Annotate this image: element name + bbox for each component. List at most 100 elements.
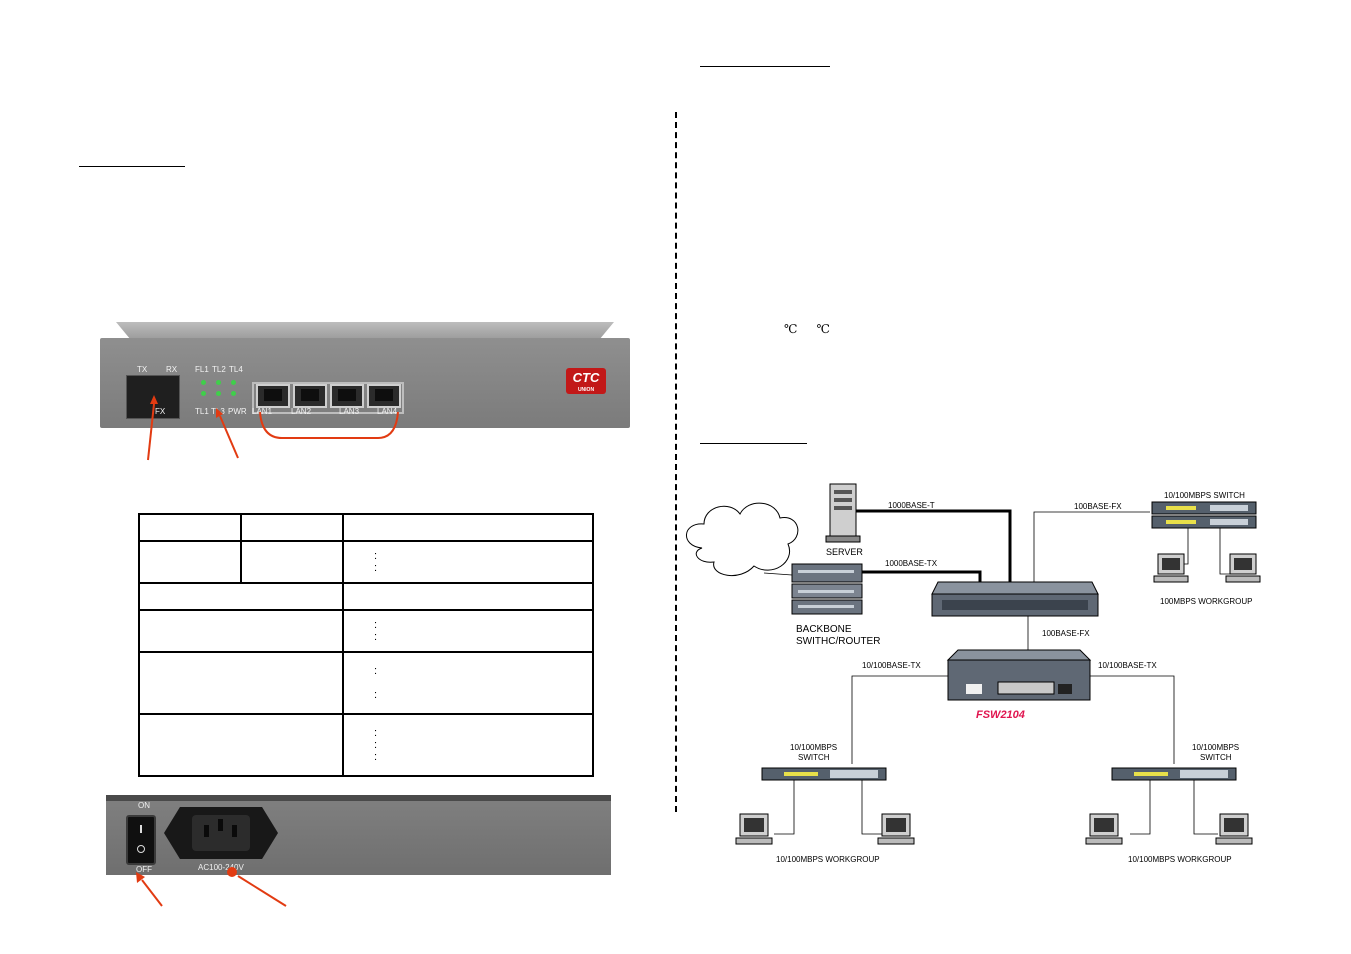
link-label-100fx-top: 100BASE-FX [1074,502,1122,511]
led-label-pwr: PWR [228,407,247,416]
lan-label-2: LAN2 [291,407,312,416]
pc-icon [1153,553,1189,583]
spec-table: : : : : : : : : : [138,513,594,777]
socket-pin [232,825,237,837]
lan-port-1 [256,384,290,408]
table-cell [342,513,594,542]
rear-panel-edge [106,795,611,801]
pc-icon [1215,813,1253,845]
socket-pin [204,825,209,837]
ctc-logo: CTC UNION [566,368,606,394]
lan-label-1: LAN1 [252,407,273,416]
link-left-pc2 [861,780,886,835]
table-cell [138,713,344,777]
table-cell: : : [342,540,594,584]
front-panel-face: TX RX FX FL1 TL2 TL4 TL1 TL3 PWR LAN1 LA… [100,338,630,428]
backbone-router-icon [791,563,863,615]
callout-arrow-led [219,415,239,459]
led-label-tl1: TL1 [195,407,209,416]
workgroup-left-label: 10/100MBPS WORKGROUP [776,855,880,864]
product-label: FSW2104 [976,709,1025,721]
server-icon [825,483,861,543]
switch-top-right-label: 10/100MBPS SWITCH [1164,491,1245,500]
core-switch-icon [931,581,1099,617]
fsw2104-device-icon [946,649,1092,701]
rear-panel-photo: ON OFF AC100-240V [106,795,611,875]
power-rating-label: AC100-240V [198,863,244,872]
table-cell: : : [342,651,594,715]
pc-icon [1225,553,1261,583]
switch-left-label-2: SWITCH [798,753,830,762]
lan-port-frame [252,382,404,414]
lan-port-2 [293,384,327,408]
rear-callouts [136,867,287,907]
link-1000t [856,509,1012,582]
table-cell [138,540,242,584]
callout-arrowhead-switch [136,872,145,883]
status-led [216,380,221,385]
link-label-100fx-mid: 100BASE-FX [1042,629,1090,638]
link-label-1000tx: 1000BASE-TX [885,559,938,568]
front-panel-photo: TX RX FX FL1 TL2 TL4 TL1 TL3 PWR LAN1 LA… [100,322,630,428]
pc-icon [1085,813,1123,845]
heading-underline-right-mid [700,443,807,444]
callout-arrow-switch [141,879,163,907]
logo-text: CTC [572,370,600,385]
backbone-label-2: SWITHC/ROUTER [796,636,880,647]
workgroup-top-right-label: 100MBPS WORKGROUP [1160,597,1252,606]
server-label: SERVER [826,547,863,557]
cloud-link [763,572,793,576]
page-divider [675,112,677,812]
callout-dot-socket [227,867,237,877]
link-right-pc1 [1130,780,1151,835]
network-diagram: SERVER BACKBONE SWITHC/ROUTER 1000BASE-T… [686,483,1261,864]
switch-right-label-2: SWITCH [1200,753,1232,762]
pc-icon [735,813,773,845]
led-label-fl1: FL1 [195,365,209,374]
link-label-1000t: 1000BASE-T [888,501,935,510]
switch-left-label: 10/100MBPS [790,743,837,752]
link-label-left-tx: 10/100BASE-TX [862,661,921,670]
callout-arrowhead-fx [150,395,158,404]
link-right-tx [1090,675,1175,764]
table-cell [138,582,344,611]
workgroup-right-label: 10/100MBPS WORKGROUP [1128,855,1232,864]
fx-label: FX [155,407,166,416]
table-cell [240,540,344,584]
heading-underline-left [79,166,185,167]
link-label-right-tx: 10/100BASE-TX [1098,661,1157,670]
off-label: OFF [136,865,152,874]
table-cell [138,513,242,542]
link-100fx-top [1033,511,1150,582]
table-cell [138,609,344,653]
callout-arrow-fx [147,403,155,461]
link-right-pc2 [1193,780,1218,835]
switch-stack-icon [1151,501,1257,529]
pc-icon [877,813,915,845]
temperature-range: ℃ ℃ [784,322,830,336]
switch-right-label: 10/100MBPS [1192,743,1239,752]
callout-arrow-socket [237,875,287,907]
status-led [201,380,206,385]
power-switch [126,815,156,865]
internet-cloud-icon [686,502,799,577]
link-1000tx [862,570,982,582]
lan-port-3 [330,384,364,408]
table-cell: : : [342,609,594,653]
switch-right-icon [1111,767,1237,781]
table-cell [240,513,344,542]
rx-label: RX [166,365,178,374]
socket-inner [192,815,250,851]
on-label: ON [138,801,150,810]
lan-label-4: LAN4 [377,407,398,416]
socket-pin [218,819,223,831]
heading-underline-right-top [700,66,830,67]
status-led [201,391,206,396]
lan-bracket [259,411,399,439]
lan-label-3: LAN3 [339,407,360,416]
switch-off-mark [137,845,145,853]
logo-subtext: UNION [577,387,595,393]
status-led [216,391,221,396]
status-led [231,391,236,396]
led-label-tl4: TL4 [229,365,243,374]
